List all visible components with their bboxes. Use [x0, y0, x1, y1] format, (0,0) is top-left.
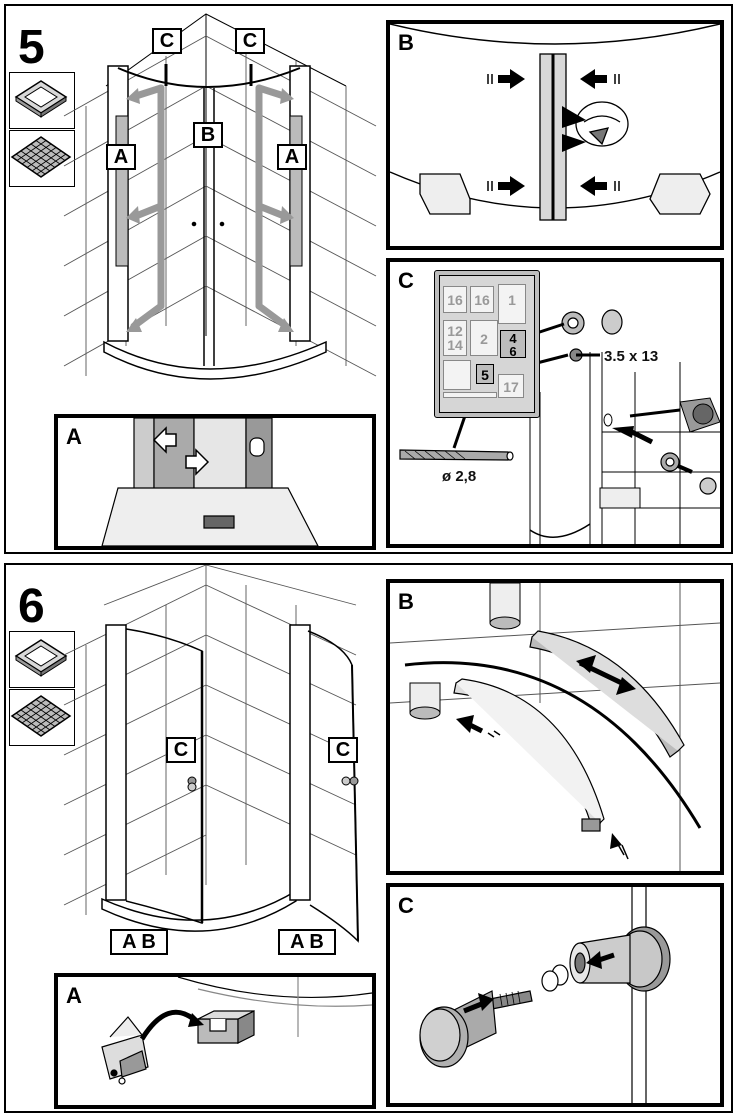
step5-detail-c: C: [386, 258, 724, 548]
kit-cell: 5: [476, 364, 494, 384]
label-a-right: A: [277, 144, 307, 170]
tiled-floor-icon: [9, 130, 75, 187]
step6-detail-c: C: [386, 883, 724, 1107]
step5-detail-b: B: [386, 20, 724, 250]
shower-tray-icon: [9, 72, 75, 129]
kit-cell: 17: [498, 374, 524, 398]
detail-c-label: C: [398, 268, 414, 293]
detail-a-label: A: [66, 983, 82, 1008]
step5-detail-a: A: [54, 414, 376, 550]
tiled-floor-icon: [9, 689, 75, 746]
detail-b-label: B: [398, 30, 414, 55]
detail-a-label: A: [66, 424, 82, 449]
label-c-left: C: [166, 737, 196, 763]
shower-enclosure-illustration: [63, 13, 377, 380]
kit-cell: 16: [443, 286, 467, 313]
shower-enclosure-doors-illustration: [63, 565, 359, 943]
step-number: 6: [18, 580, 45, 633]
label-c-left: C: [152, 28, 182, 54]
detail-b-label: B: [398, 589, 414, 614]
shower-tray-icon: [9, 631, 75, 688]
label-ab-left: A B: [110, 929, 168, 955]
step-number: 5: [18, 21, 45, 74]
kit-cell: 1: [498, 284, 526, 324]
step6-detail-b: B: [386, 579, 724, 875]
kit-cell: 4 6: [500, 330, 526, 358]
label-c-right: C: [328, 737, 358, 763]
kit-drill-slot: [443, 392, 497, 398]
step-6-frame: 6: [4, 563, 733, 1113]
label-b-center: B: [193, 122, 223, 148]
step6-detail-a: A: [54, 973, 376, 1109]
step-5-frame: 5: [4, 4, 733, 554]
kit-cell-empty: [443, 360, 471, 390]
drill-size-label: ø 2,8: [442, 468, 477, 485]
label-c-right: C: [235, 28, 265, 54]
detail-c-label: C: [398, 893, 414, 918]
label-ab-right: A B: [278, 929, 336, 955]
kit-cell: 16: [470, 286, 494, 313]
label-a-left: A: [106, 144, 136, 170]
screw-size-label: 3.5 x 13: [604, 348, 659, 365]
kit-cell: 2: [470, 320, 498, 356]
kit-cell: 12 14: [443, 320, 467, 356]
